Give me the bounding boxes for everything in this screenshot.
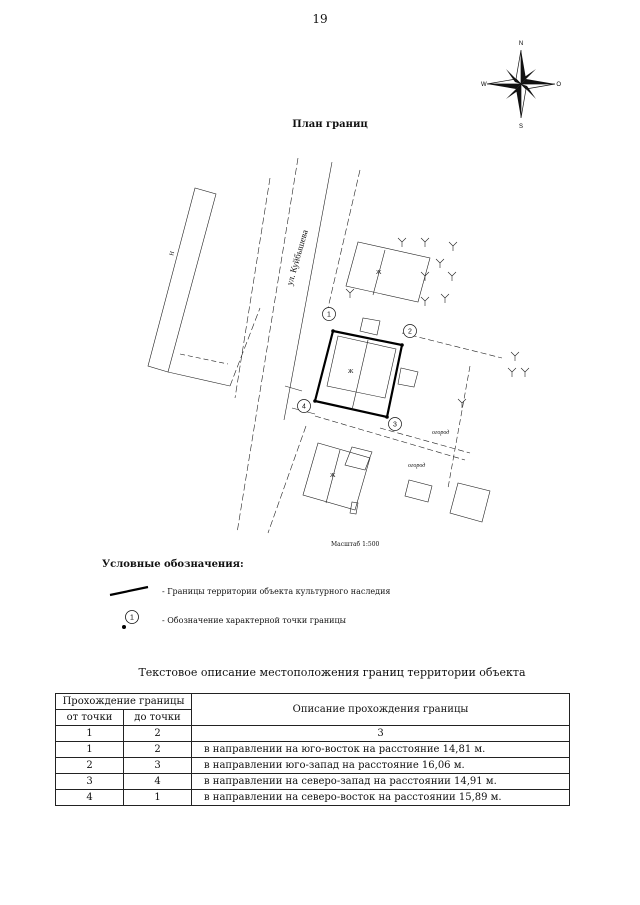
main-building-label: Ж: [348, 369, 354, 375]
row-to: 4: [123, 773, 192, 790]
compass-w-label: W: [481, 82, 487, 88]
site-map: 1 2 3 4 ул. Куйбышева огород огород Ж Ж …: [147, 158, 530, 534]
garden-label-1: огород: [432, 429, 449, 436]
row-description: в направлении на северо-восток на рассто…: [191, 789, 570, 806]
legend-point-symbol: 1: [130, 615, 134, 622]
legend-title: Условные обозначения:: [102, 559, 244, 570]
row-from: 4: [55, 789, 124, 806]
row-description: в направлении юго-запад на расстояние 16…: [191, 757, 570, 774]
table-row: 2 3 в направлении юго-запад на расстояни…: [55, 757, 570, 774]
table-header-row: Прохождение границы Описание прохождения…: [55, 693, 570, 726]
boundary-point-3-label: 3: [393, 422, 397, 429]
legend-boundary-text: - Границы территории объекта культурного…: [162, 587, 391, 596]
table-row: 4 1 в направлении на северо-восток на ра…: [55, 789, 570, 806]
row-to: 3: [123, 757, 192, 774]
page-number: 19: [312, 12, 328, 26]
compass-rose-icon: N S W O: [481, 41, 561, 130]
boundary-point-2-label: 2: [408, 329, 412, 336]
compass-e-label: O: [556, 82, 561, 88]
row-from: 1: [55, 741, 124, 758]
row-from: 2: [55, 757, 124, 774]
legend-point-text: - Обозначение характерной точки границы: [162, 616, 347, 625]
boundary-line-icon: [109, 585, 149, 597]
table-number-row: 1 2 3: [55, 725, 570, 742]
header-passage: Прохождение границы: [55, 693, 192, 710]
garden-label-2: огород: [408, 462, 425, 469]
col-number: 2: [123, 725, 192, 742]
row-to: 2: [123, 741, 192, 758]
row-to: 1: [123, 789, 192, 806]
boundary-point-1-label: 1: [327, 312, 331, 319]
header-from: от точки: [55, 709, 124, 726]
col-number: 3: [191, 725, 570, 742]
upper-building-label: Ж: [376, 270, 382, 276]
lower-building-label: Ж: [330, 473, 336, 479]
boundary-description-table: Прохождение границы Описание прохождения…: [55, 693, 570, 806]
col-number: 1: [55, 725, 124, 742]
table-row: 3 4 в направлении на северо-запад на рас…: [55, 773, 570, 790]
row-description: в направлении на юго-восток на расстояни…: [191, 741, 570, 758]
header-description: Описание прохождения границы: [191, 693, 570, 726]
row-description: в направлении на северо-запад на расстоя…: [191, 773, 570, 790]
header-to: до точки: [123, 709, 192, 726]
boundary-point-4-label: 4: [302, 404, 306, 411]
description-title: Текстовое описание местоположения границ…: [138, 666, 526, 679]
plan-title: План границ: [292, 119, 368, 130]
map-scale: Масштаб 1:500: [331, 541, 380, 548]
compass-s-label: S: [519, 124, 523, 130]
boundary-point-icon: 1: [122, 610, 139, 629]
street-name-label: ул. Куйбышева: [284, 229, 309, 287]
table-row: 1 2 в направлении на юго-восток на расст…: [55, 741, 570, 758]
row-from: 3: [55, 773, 124, 790]
compass-n-label: N: [519, 41, 523, 47]
left-block-label: Н: [169, 250, 176, 256]
